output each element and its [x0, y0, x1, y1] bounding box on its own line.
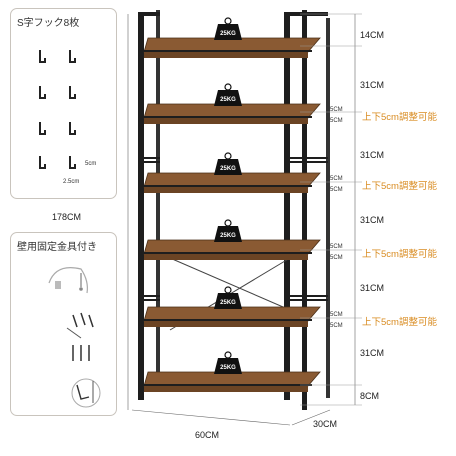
shelf-front-edge	[144, 187, 308, 193]
rear-right-post	[326, 18, 330, 398]
adjust-step-label: 5CM	[330, 176, 343, 182]
weight-icon	[214, 24, 242, 40]
adjust-step-label: 5CM	[330, 107, 343, 113]
adjust-note: 上下5cm調整可能	[362, 181, 437, 192]
adjust-step-label: 5CM	[330, 255, 343, 261]
adjust-step-label: 5CM	[330, 187, 343, 193]
adjust-step-label: 5CM	[330, 118, 343, 124]
weight-handle-icon	[224, 351, 232, 359]
weight-handle-icon	[224, 83, 232, 91]
shelf-frame-bar	[140, 116, 312, 118]
rear-left-post	[156, 10, 160, 390]
shelf-board	[143, 306, 321, 322]
weight-icon	[214, 358, 242, 374]
height-label: 178CM	[52, 212, 82, 222]
s-hook-icon	[37, 121, 48, 137]
weight-label: 25KG	[220, 300, 236, 306]
weight-icon	[214, 159, 242, 175]
shelf-gap-label: 31CM	[360, 283, 385, 293]
shelf-front-edge	[144, 321, 308, 327]
depth-label: 30CM	[313, 419, 338, 429]
shelf-gap-label: 31CM	[360, 150, 385, 160]
shelf-front-edge	[144, 52, 308, 58]
weight-handle-icon	[224, 286, 232, 294]
adjust-note: 上下5cm調整可能	[362, 317, 437, 328]
shelf-gap-label: 31CM	[360, 215, 385, 225]
shelf-front-edge	[144, 386, 308, 392]
adjust-step-label: 5CM	[330, 323, 343, 329]
hooks-panel: S字フック8枚 5cm 2.5cm	[10, 8, 117, 199]
weight-label: 25KG	[220, 365, 236, 371]
s-hook-icon	[67, 49, 78, 65]
shelf-gap-label: 31CM	[360, 348, 385, 358]
wall-mount-panel: 壁用固定金具付き	[10, 232, 117, 416]
adjust-note: 上下5cm調整可能	[362, 112, 437, 123]
s-hook-icon	[67, 155, 78, 171]
adjust-note: 上下5cm調整可能	[362, 249, 437, 260]
shelf-board	[143, 37, 321, 53]
adjust-step-label: 5CM	[330, 244, 343, 250]
bottom-gap-label: 8CM	[360, 391, 380, 401]
back-left-post	[284, 14, 290, 400]
hook-height-label: 5cm	[85, 161, 97, 167]
s-hook-icon	[67, 121, 78, 137]
wall-mount-panel-title: 壁用固定金具付き	[17, 242, 97, 253]
weight-label: 25KG	[220, 233, 236, 239]
shelf-frame-bar	[140, 50, 312, 52]
shelf-board	[143, 172, 321, 188]
s-hook-icon	[37, 49, 48, 65]
shelf-board	[143, 239, 321, 255]
weight-label: 25KG	[220, 97, 236, 103]
shelf-frame-bar	[140, 319, 312, 321]
weight-icon	[214, 226, 242, 242]
shelf-frame-bar	[140, 384, 312, 386]
width-dim-line	[131, 409, 291, 426]
s-hook-icon	[37, 85, 48, 101]
width-label: 60CM	[195, 430, 220, 440]
top-left-bar	[138, 12, 160, 16]
weight-label: 25KG	[220, 31, 236, 37]
s-hook-icon	[67, 85, 78, 101]
weight-label: 25KG	[220, 166, 236, 172]
top-gap-label: 14CM	[360, 30, 385, 40]
depth-dim-line	[291, 409, 331, 426]
shelf-board	[143, 371, 321, 387]
adjust-step-label: 5CM	[330, 312, 343, 318]
front-left-post	[138, 14, 144, 400]
hook-width-label: 2.5cm	[63, 179, 80, 185]
shelf-front-edge	[144, 254, 308, 260]
weight-icon	[214, 293, 242, 309]
shelf-board	[143, 103, 321, 119]
shelf-front-edge	[144, 118, 308, 124]
weight-handle-icon	[224, 219, 232, 227]
shelf-gap-label: 31CM	[360, 80, 385, 90]
weight-icon	[214, 90, 242, 106]
cross-brace	[169, 257, 291, 311]
weight-handle-icon	[224, 152, 232, 160]
shelf-frame-bar	[140, 252, 312, 254]
weight-handle-icon	[224, 17, 232, 25]
s-hook-icon	[37, 155, 48, 171]
wall-mount-kit-icon	[48, 267, 101, 408]
hooks-panel-title: S字フック8枚	[17, 18, 80, 29]
front-right-post	[302, 10, 307, 410]
shelf-frame-bar	[140, 185, 312, 187]
